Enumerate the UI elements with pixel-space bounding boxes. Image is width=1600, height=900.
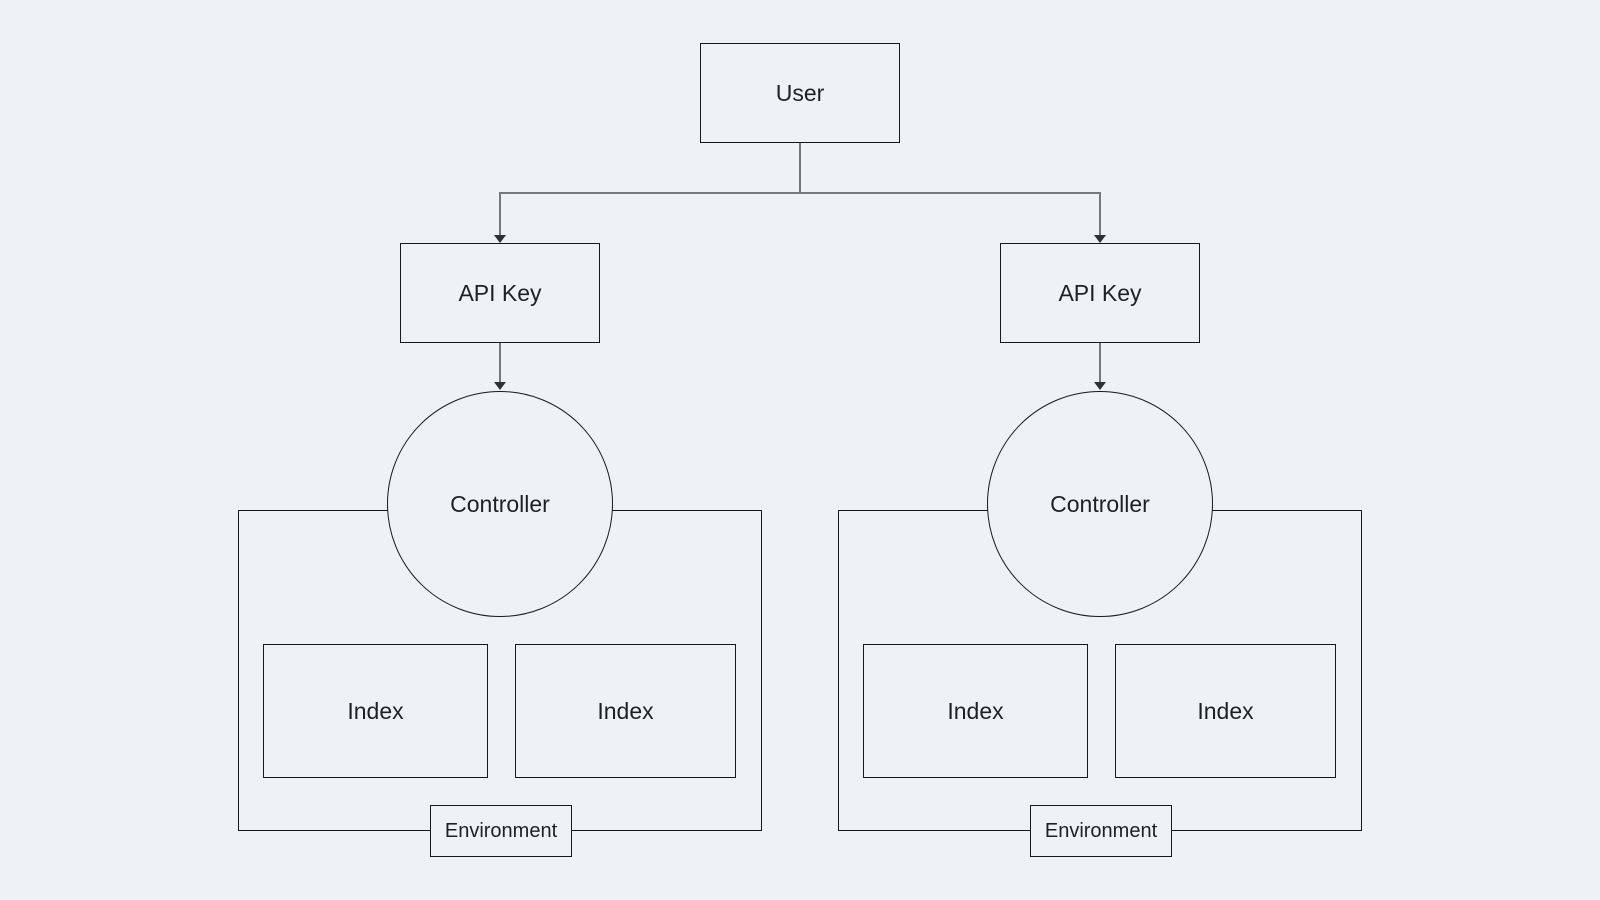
environment-label-left: Environment [430, 805, 572, 857]
index-node-label: Index [947, 697, 1004, 724]
connector-right-apikey-drop [1099, 192, 1101, 236]
connector-branch-horizontal [499, 192, 1101, 194]
index-node-label: Index [347, 697, 404, 724]
arrow-down-icon [494, 235, 506, 243]
arrow-down-icon [1094, 235, 1106, 243]
arrow-down-icon [494, 382, 506, 390]
index-node-left-1: Index [263, 644, 488, 778]
index-node-label: Index [597, 697, 654, 724]
controller-node-label: Controller [450, 490, 550, 517]
environment-label-text: Environment [1044, 819, 1158, 842]
index-node-right-2: Index [1115, 644, 1336, 778]
api-key-node-right: API Key [1000, 243, 1200, 343]
controller-node-right: Controller [987, 391, 1213, 617]
connector-right-controller-drop [1099, 343, 1101, 383]
environment-label-text: Environment [444, 819, 558, 842]
index-node-right-1: Index [863, 644, 1088, 778]
connector-left-controller-drop [499, 343, 501, 383]
controller-node-left: Controller [387, 391, 613, 617]
environment-label-right: Environment [1030, 805, 1172, 857]
api-key-node-left: API Key [400, 243, 600, 343]
arrow-down-icon [1094, 382, 1106, 390]
index-node-left-2: Index [515, 644, 736, 778]
api-key-node-label: API Key [458, 279, 542, 306]
connector-left-apikey-drop [499, 192, 501, 236]
connector-user-stem [799, 143, 801, 193]
controller-node-label: Controller [1050, 490, 1150, 517]
user-node-label: User [775, 79, 825, 106]
user-node: User [700, 43, 900, 143]
api-key-node-label: API Key [1058, 279, 1142, 306]
index-node-label: Index [1197, 697, 1254, 724]
